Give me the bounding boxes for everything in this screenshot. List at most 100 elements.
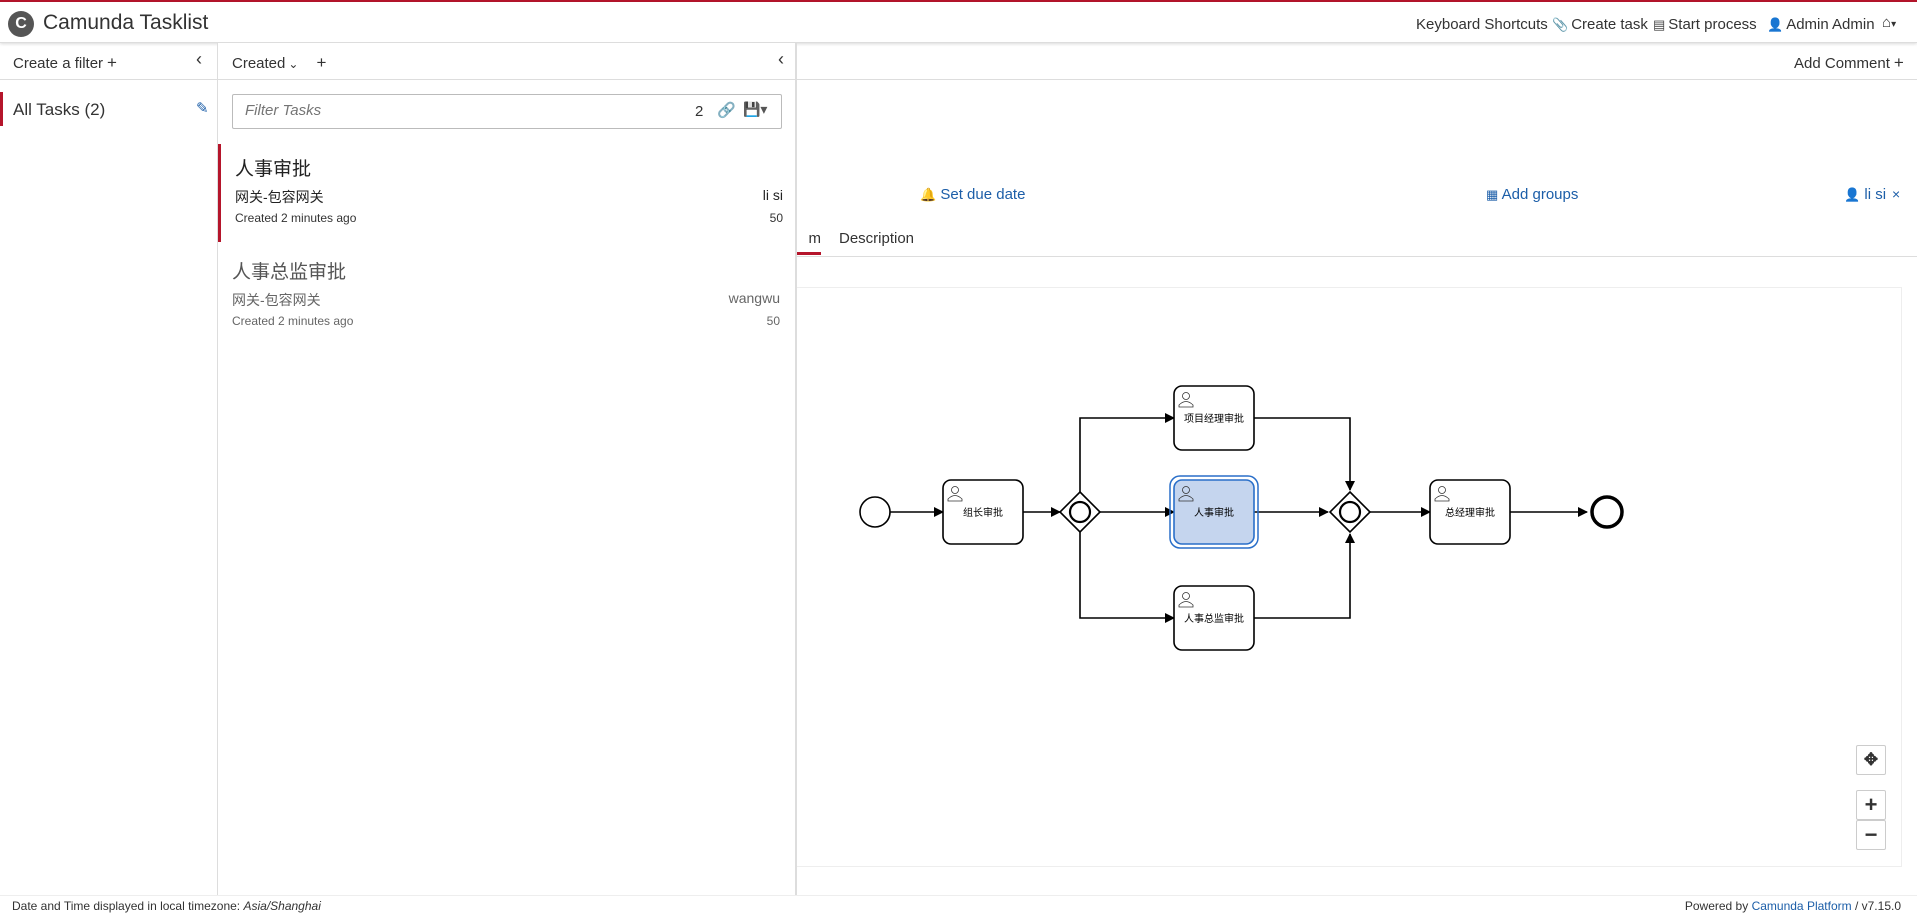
crosshair-icon: ✥ [1863, 750, 1879, 769]
add-groups-label: Add groups [1501, 186, 1579, 203]
keyboard-shortcuts-label: Keyboard Shortcuts [1416, 16, 1548, 33]
tab-diagram[interactable]: m [797, 230, 821, 255]
sort-label: Created [232, 55, 286, 72]
filter-label: All Tasks (2) [13, 100, 106, 119]
start-event[interactable] [859, 496, 891, 528]
task-assignee: wangwu [728, 290, 780, 306]
task-card[interactable]: 人事总监审批 网关-包容网关 wangwu Created 2 minutes … [218, 247, 795, 345]
user-name: Admin Admin [1786, 16, 1875, 33]
user-task-zuzhang[interactable]: 组长审批 [942, 479, 1024, 545]
pencil-icon[interactable]: ✎ [196, 100, 209, 117]
assignee-button[interactable]: 👤 li si [1844, 186, 1886, 203]
result-count: 2 [695, 103, 704, 120]
save-dropdown-icon[interactable]: 💾▾ [743, 101, 768, 117]
flow-gateway-to-renshi-zongjian [1079, 532, 1175, 623]
user-task-icon [1178, 486, 1194, 502]
paperclip-icon: 📎 [1552, 17, 1569, 32]
task-process: 网关-包容网关 [232, 292, 321, 308]
user-task-renshi-zongjian[interactable]: 人事总监审批 [1173, 585, 1255, 651]
caret-down-icon: ▾ [1891, 19, 1897, 30]
task-label: 组长审批 [963, 506, 1003, 519]
search-input[interactable] [243, 101, 667, 120]
app-header: C Camunda Tasklist Keyboard Shortcuts 📎C… [0, 2, 1917, 43]
timezone-prefix: Date and Time displayed in local timezon… [12, 899, 241, 913]
filter-item-all-tasks[interactable]: All Tasks (2) ✎ [0, 92, 219, 126]
start-process-label: Start process [1668, 16, 1757, 33]
end-event[interactable] [1590, 495, 1624, 529]
task-detail-header: Add Comment+ [797, 43, 1917, 80]
collapse-filters-icon[interactable]: ‹ [196, 49, 202, 69]
task-created: Created 2 minutes ago [232, 314, 354, 328]
task-list-header: Created⌄ + ‹ [218, 43, 797, 80]
inclusive-gateway-split[interactable] [1058, 490, 1102, 534]
filters-header: Create a filter+ ‹ [0, 43, 217, 80]
reset-zoom-button[interactable]: ✥ [1856, 745, 1886, 775]
task-card[interactable]: 人事审批 网关-包容网关 li si Created 2 minutes ago… [218, 144, 798, 242]
plus-icon: + [1864, 792, 1878, 817]
zoom-in-button[interactable]: + [1856, 790, 1886, 820]
create-filter-label: Create a filter [13, 55, 104, 72]
diagram-canvas[interactable] [797, 287, 1902, 867]
task-process: 网关-包容网关 [235, 189, 324, 205]
user-task-icon [1178, 592, 1194, 608]
create-task-label: Create task [1571, 16, 1648, 33]
home-menu[interactable]: ⌂▾ [1882, 14, 1896, 31]
zoom-out-button[interactable]: − [1856, 820, 1886, 850]
user-task-icon [1178, 392, 1194, 408]
sequence-flows [890, 413, 1588, 623]
user-icon: 👤 [1844, 187, 1861, 202]
task-list-panel [218, 43, 797, 895]
chevron-down-icon: ⌄ [288, 57, 299, 71]
bpmn-diagram[interactable]: 组长审批 项目经理审批 人事审批 人事总监审批 总经理审批 [797, 287, 1901, 865]
flow-xiangmu-to-join [1254, 417, 1355, 491]
timezone-value: Asia/Shanghai [243, 899, 321, 913]
user-task-icon [1434, 486, 1450, 502]
keyboard-shortcuts-link[interactable]: Keyboard Shortcuts [1416, 16, 1548, 33]
task-label: 项目经理审批 [1184, 412, 1244, 425]
sort-dropdown[interactable]: Created⌄ + [232, 53, 326, 73]
start-process-link[interactable]: ▤Start process [1653, 16, 1757, 33]
flow-gateway-to-xiangmu [1079, 413, 1175, 492]
user-icon: 👤 [1767, 17, 1784, 32]
assignee-label: li si [1864, 186, 1887, 203]
flow-renshi-zongjian-to-join [1254, 533, 1355, 619]
inclusive-gateway-join[interactable] [1328, 490, 1372, 534]
camunda-logo-icon[interactable]: C [8, 11, 34, 37]
create-task-link[interactable]: 📎Create task [1552, 16, 1648, 33]
add-groups-button[interactable]: ▦ Add groups [1486, 186, 1578, 203]
set-due-date-button[interactable]: 🔔 Set due date [920, 186, 1025, 203]
accent-bar [0, 0, 1917, 2]
task-name: 人事审批 [235, 159, 312, 180]
bell-icon: 🔔 [920, 187, 937, 202]
app-title[interactable]: Camunda Tasklist [43, 11, 209, 34]
task-label: 人事审批 [1194, 506, 1234, 519]
user-task-xiangmu[interactable]: 项目经理审批 [1173, 385, 1255, 451]
user-task-zongjingli[interactable]: 总经理审批 [1429, 479, 1511, 545]
user-menu[interactable]: 👤Admin Admin [1767, 16, 1875, 33]
remove-assignee-icon[interactable]: × [1892, 186, 1901, 202]
add-sorting-icon[interactable]: + [316, 53, 327, 72]
add-comment-label: Add Comment [1794, 55, 1890, 72]
task-label: 总经理审批 [1445, 506, 1495, 519]
set-due-date-label: Set due date [940, 186, 1026, 203]
minus-icon: − [1864, 822, 1878, 847]
create-filter-button[interactable]: Create a filter+ [13, 53, 117, 73]
collapse-list-icon[interactable]: ‹ [778, 49, 784, 69]
link-icon[interactable]: 🔗 [717, 102, 736, 119]
task-priority: 50 [769, 211, 783, 225]
user-task-renshi-active[interactable]: 人事审批 [1169, 475, 1259, 549]
add-comment-button[interactable]: Add Comment+ [1794, 53, 1904, 73]
tab-description-label: Description [839, 230, 915, 247]
tab-diagram-label: m [808, 230, 822, 247]
plus-icon: + [107, 53, 117, 72]
home-icon: ⌂ [1882, 14, 1892, 31]
version-label: / v7.15.0 [1854, 899, 1901, 913]
camunda-platform-link[interactable]: Camunda Platform [1751, 899, 1852, 913]
tab-description[interactable]: Description [839, 230, 914, 247]
filters-panel [0, 43, 219, 895]
user-task-icon [947, 486, 963, 502]
task-label: 人事总监审批 [1184, 612, 1244, 625]
task-assignee: li si [762, 187, 783, 203]
powered-by: Powered by Camunda Platform / v7.15.0 [1685, 899, 1901, 913]
task-search: 2 🔗 💾▾ [232, 94, 782, 129]
